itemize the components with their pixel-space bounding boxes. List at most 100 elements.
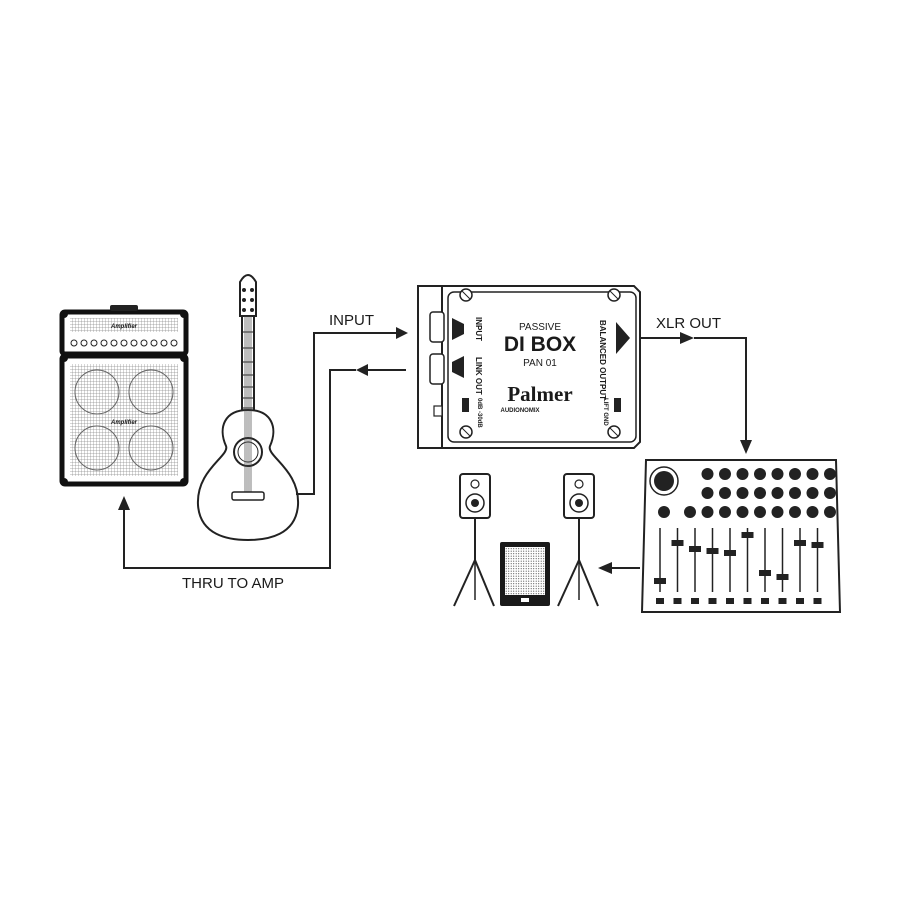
- input-arrow: [396, 327, 408, 339]
- mixer-knob: [771, 487, 784, 499]
- amp-knob: [110, 339, 118, 347]
- fader-cap: [671, 540, 684, 546]
- mixer-knob: [658, 506, 670, 518]
- amp-knob: [70, 339, 78, 347]
- amp-knob: [170, 339, 178, 347]
- mixer-knobs: [658, 468, 836, 518]
- amp-knob: [140, 339, 148, 347]
- mixer-knob: [719, 487, 731, 499]
- xlr-out-label: XLR OUT: [656, 315, 721, 332]
- speaker-cone: [74, 369, 120, 415]
- amp-head-logo: Amplifier: [110, 324, 138, 330]
- mixer-button: [778, 598, 787, 604]
- di-box-title: DI BOX: [504, 333, 576, 356]
- mixer-knob: [701, 506, 714, 518]
- mixer-knob: [719, 468, 731, 480]
- mixer-knob: [824, 506, 836, 518]
- fader-cap: [811, 542, 824, 548]
- xlr-arrow-icon: [680, 332, 694, 344]
- xlr-cable: [694, 337, 747, 440]
- amp-knob: [90, 339, 98, 347]
- mixer-buttons: [656, 598, 822, 604]
- di-box: INPUT LINK OUT BALANCED OUTPUT 0dB -30dB…: [417, 285, 641, 449]
- thru-to-amp-label: THRU TO AMP: [182, 575, 284, 592]
- mixer-knob: [789, 468, 801, 480]
- amp-knob: [100, 339, 108, 347]
- input-label: INPUT: [329, 312, 374, 329]
- speaker-cone: [74, 425, 120, 471]
- mixer-knob: [754, 487, 766, 499]
- fader-cap: [741, 532, 754, 538]
- di-lift-switch-label: LIFT GND: [602, 398, 608, 426]
- di-input-label: INPUT: [474, 317, 483, 341]
- fader-cap: [776, 574, 789, 580]
- amp-head-knobs: [70, 339, 178, 347]
- mixer-knob: [789, 487, 801, 499]
- mixer-button: [726, 598, 734, 604]
- mixer-button: [761, 598, 769, 604]
- amp-knob: [130, 339, 138, 347]
- mixer-knob: [736, 487, 749, 499]
- mixing-console: [640, 459, 842, 613]
- amp-knob: [160, 339, 168, 347]
- mixer-button: [656, 598, 664, 604]
- di-link-out-label: LINK OUT: [474, 357, 483, 395]
- mixer-button: [708, 598, 717, 604]
- amp-input-arrow: [118, 496, 130, 510]
- fader-cap: [794, 540, 806, 546]
- mixer-knob: [806, 506, 819, 518]
- amp-speaker-cones: [74, 369, 174, 471]
- di-pad-switch-label: 0dB -30dB: [476, 398, 482, 428]
- input-arrow-icon: [452, 318, 464, 340]
- mixer-knob: [789, 506, 801, 518]
- ground-lift-switch: [614, 398, 621, 412]
- mixer-knob: [754, 506, 766, 518]
- mixer-knob: [736, 468, 749, 480]
- mixer-knob: [701, 487, 714, 499]
- speaker-cone: [128, 425, 174, 471]
- mixer-knob: [684, 506, 696, 518]
- mixer-master-knob: [654, 471, 674, 491]
- mixer-knob: [806, 468, 819, 480]
- amp-cab-logo: Amplifier: [110, 420, 138, 426]
- fader-cap: [654, 578, 666, 584]
- link-out-jack: [429, 353, 445, 385]
- di-sub-brand: AUDIONOMIX: [501, 408, 540, 414]
- speaker-cone: [128, 369, 174, 415]
- fader-cap: [689, 546, 701, 552]
- mixer-faders: [654, 528, 824, 592]
- fader-cap: [724, 550, 736, 556]
- acoustic-guitar: [196, 274, 300, 542]
- mixer-button: [796, 598, 804, 604]
- mixer-knob: [719, 506, 731, 518]
- mixer-input-arrow: [740, 440, 752, 454]
- mixer-knob: [736, 506, 749, 518]
- fader-cap: [759, 570, 771, 576]
- amp-knob: [120, 339, 128, 347]
- guitar-amp: Amplifier Amplifier: [59, 305, 189, 487]
- di-model-label: PAN 01: [523, 358, 557, 369]
- link-out-arrow-icon: [452, 356, 464, 378]
- input-cable: [296, 332, 396, 495]
- mixer-button: [743, 598, 752, 604]
- speaker-arrow: [598, 562, 612, 574]
- mixer-knob: [771, 506, 784, 518]
- subwoofer: [500, 542, 550, 606]
- amp-knob: [80, 339, 88, 347]
- mixer-knob: [824, 487, 836, 499]
- thru-cable: [123, 369, 356, 569]
- di-balanced-output-label: BALANCED OUTPUT: [598, 320, 607, 400]
- di-passive-label: PASSIVE: [519, 322, 561, 333]
- pa-speaker-right: [557, 473, 599, 607]
- di-brand-logo: Palmer: [507, 382, 572, 406]
- mixer-knob: [701, 468, 714, 480]
- mixer-knob: [771, 468, 784, 480]
- mixer-knob: [754, 468, 766, 480]
- balanced-output-arrow-icon: [616, 322, 630, 354]
- pad-switch: [462, 398, 469, 412]
- amp-knob: [150, 339, 158, 347]
- mixer-knob: [806, 487, 819, 499]
- mixer-button: [673, 598, 682, 604]
- thru-arrow-icon: [356, 364, 368, 376]
